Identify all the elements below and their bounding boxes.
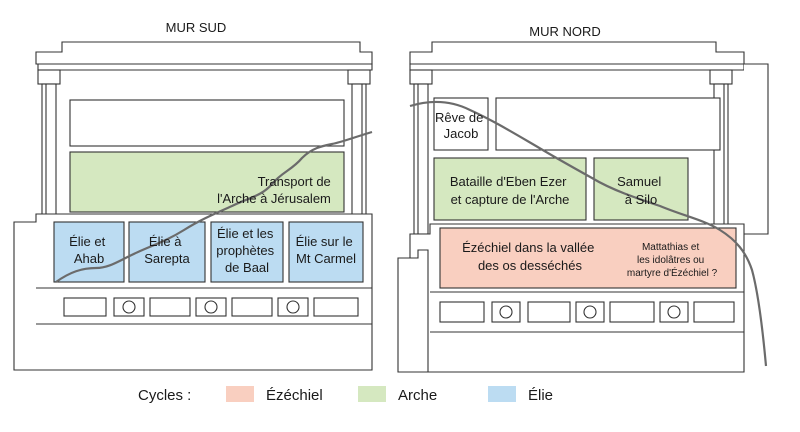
panel-eben-ezer — [433, 157, 587, 221]
legend-swatch-arche — [358, 386, 386, 402]
panel-ezechiel — [439, 227, 737, 289]
legend: Cycles : Ézéchiel Arche Élie — [138, 386, 553, 404]
label-reve-jacob: Rêve de Jacob — [435, 110, 487, 141]
label-transport-arche: Transport de l'Arche à Jérusalem — [217, 174, 334, 206]
panel-elie-carmel — [288, 221, 364, 283]
label-samuel-silo: Samuel à Silo — [617, 174, 665, 207]
legend-label-elie: Élie — [528, 387, 553, 404]
label-ezechiel-vallee: Ézéchiel dans la vallée des os desséchés — [462, 240, 598, 273]
label-eben-ezer: Bataille d'Eben Ezer et capture de l'Arc… — [450, 174, 570, 207]
label-mattathias: Mattathias et les idolâtres ou martyre d… — [627, 242, 718, 279]
panel-elie-ahab — [53, 221, 125, 283]
label-elie-carmel: Élie sur le Mt Carmel — [296, 234, 357, 266]
legend-label-arche: Arche — [398, 387, 437, 404]
panel-elie-sarepta — [128, 221, 206, 283]
legend-swatch-ezechiel — [226, 386, 254, 402]
north-wall-title: MUR NORD — [529, 24, 601, 39]
label-elie-ahab: Élie et Ahab — [69, 234, 109, 266]
panel-elie-prophetes — [210, 221, 284, 283]
legend-swatch-elie — [488, 386, 516, 402]
south-break-line — [55, 130, 373, 283]
south-wall-title: MUR SUD — [166, 20, 227, 35]
north-break-line — [409, 100, 768, 367]
legend-label-ezechiel: Ézéchiel — [266, 387, 323, 404]
label-elie-sarepta: Élie à Sarepta — [144, 234, 190, 266]
label-elie-prophetes: Élie et les prophètes de Baal — [216, 226, 277, 275]
legend-title: Cycles : — [138, 387, 191, 404]
